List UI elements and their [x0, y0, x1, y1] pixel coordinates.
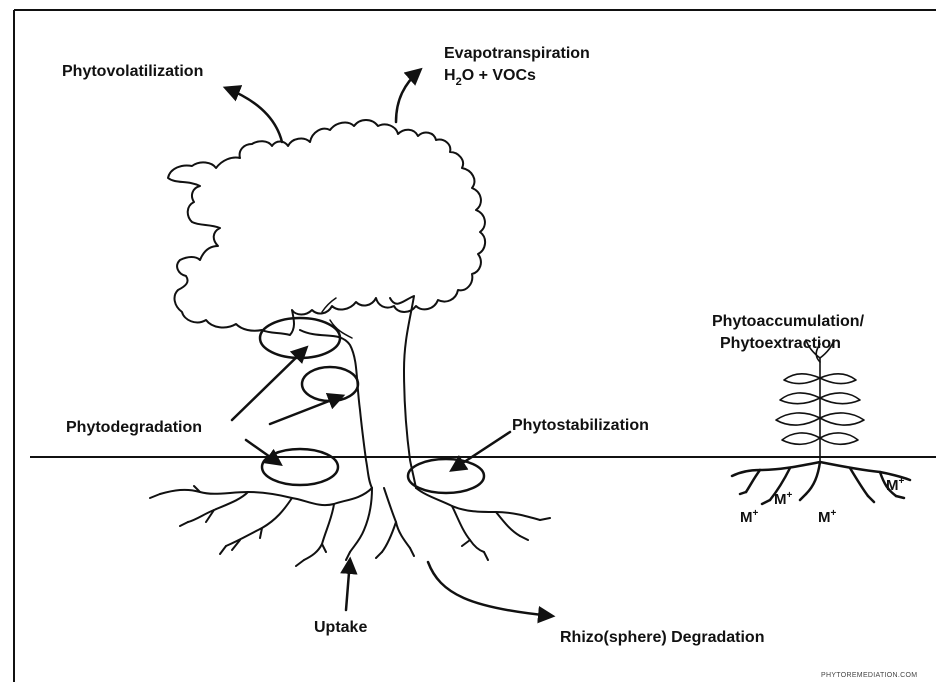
- tree-roots: [150, 486, 550, 566]
- arrow-evapotranspiration: [396, 70, 420, 122]
- metal-ion-label: M+: [886, 476, 905, 494]
- arrow-phytodegradation-2: [270, 396, 342, 424]
- phytodegradation-ellipse-roots: [262, 449, 338, 485]
- metal-ion-label: M+: [774, 490, 793, 508]
- arrow-phytovolatilization: [226, 88, 282, 142]
- small-plant: [776, 340, 864, 462]
- arrow-phytodegradation-1: [232, 348, 306, 420]
- phytodegradation-ellipse-trunk: [302, 367, 358, 401]
- h2o-rest: O + VOCs: [462, 67, 536, 84]
- credit-text: PHYTOREMEDIATION.COM: [821, 672, 917, 679]
- label-h2o-vocs: H2O + VOCs: [444, 67, 536, 88]
- arrow-rhizo-degradation: [428, 562, 552, 616]
- label-phytovolatilization: Phytovolatilization: [62, 63, 203, 80]
- label-phytoaccumulation: Phytoaccumulation/: [712, 313, 865, 330]
- metal-ion-label: M+: [818, 508, 837, 526]
- phytostabilization-ellipse: [408, 459, 484, 493]
- label-phytostabilization: Phytostabilization: [512, 417, 649, 434]
- label-uptake: Uptake: [314, 619, 367, 636]
- arrow-phytostabilization: [452, 432, 510, 470]
- tree-canopy: [168, 120, 485, 335]
- metal-ion-label: M+: [740, 508, 759, 526]
- tree-trunk-right: [390, 296, 416, 488]
- phytodegradation-ellipse-leaves: [260, 318, 340, 358]
- h2o-h: H: [444, 67, 456, 84]
- label-evapotranspiration: Evapotranspiration: [444, 45, 590, 62]
- small-plant-roots: [732, 462, 910, 504]
- label-phytoextraction: Phytoextraction: [720, 335, 841, 352]
- label-phytodegradation: Phytodegradation: [66, 419, 202, 436]
- label-rhizosphere-degradation: Rhizo(sphere) Degradation: [560, 629, 764, 646]
- arrow-uptake: [346, 560, 350, 610]
